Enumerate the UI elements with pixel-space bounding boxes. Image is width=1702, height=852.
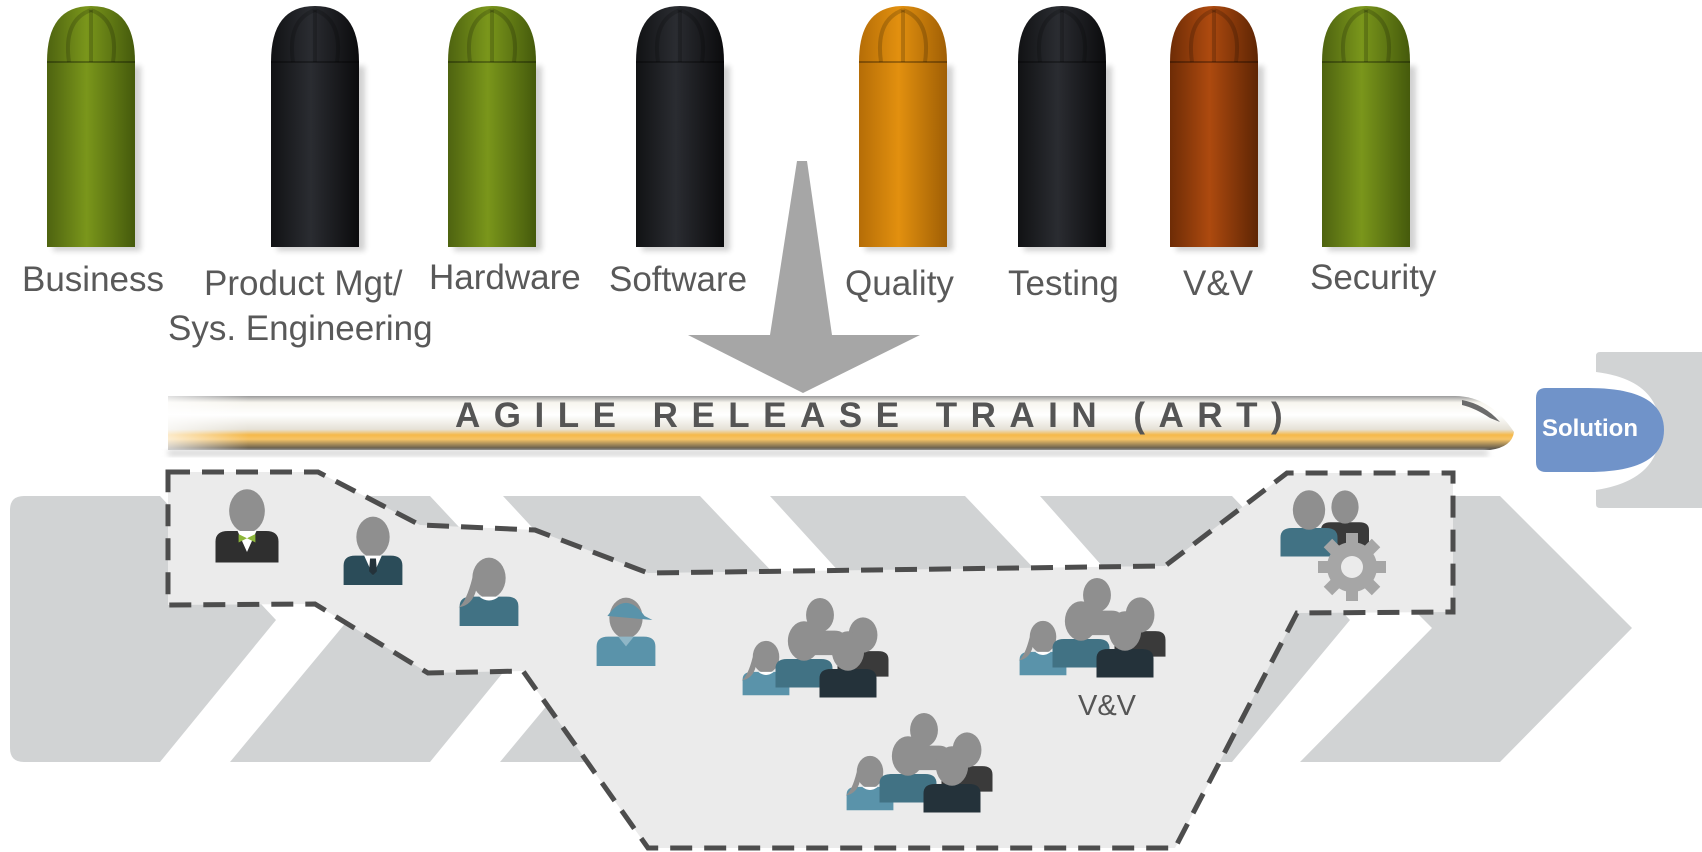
- art-title: AGILE RELEASE TRAIN (ART): [455, 396, 1297, 435]
- business-owner-icon: [215, 489, 279, 563]
- solution-label: Solution: [1542, 415, 1638, 442]
- vv-team: [1018, 577, 1166, 678]
- silo-label-software: Software: [609, 260, 748, 299]
- silo-label-quality: Quality: [845, 264, 954, 303]
- silo-label-testing: Testing: [1008, 264, 1119, 303]
- silo-6: [1018, 6, 1112, 251]
- silo-8: [1322, 6, 1416, 251]
- agile-team-1-person-3: [741, 640, 790, 696]
- architect-icon: [458, 557, 519, 627]
- agile-team-2: [845, 712, 993, 813]
- silo-label-vv: V&V: [1183, 264, 1254, 303]
- solution-badge: [1536, 352, 1702, 508]
- shared-services-icon: [1280, 490, 1386, 601]
- silo-5: [859, 6, 953, 251]
- agile-team-1-person-4: [775, 621, 833, 688]
- silo-7: [1170, 6, 1264, 251]
- agile-team-1: [741, 597, 889, 698]
- agile-team-1-person-5: [819, 631, 877, 698]
- release-train: [168, 396, 1514, 456]
- product-manager-icon: [343, 516, 403, 586]
- silo-label-product-mgt: Product Mgt/: [204, 264, 403, 303]
- silo-3: [448, 6, 542, 251]
- gear-icon: [1318, 533, 1386, 601]
- shared-services-person-2: [1280, 490, 1338, 557]
- silo-2: [271, 6, 365, 251]
- agile-team-2-person-4: [879, 736, 937, 803]
- down-arrow: [688, 161, 920, 393]
- silo-1: [47, 6, 141, 251]
- agile-team-2-person-5: [923, 746, 981, 813]
- vv-team-label: V&V: [1078, 690, 1137, 722]
- silo-label-hardware: Hardware: [429, 258, 581, 297]
- silo-row: [47, 6, 1416, 251]
- silo-label-security: Security: [1310, 258, 1437, 297]
- silo-label-business: Business: [22, 260, 165, 299]
- vv-team-person-5: [1096, 611, 1154, 678]
- team-members: [215, 489, 1386, 813]
- vv-team-person-4: [1052, 601, 1110, 668]
- rte-icon: [596, 597, 656, 667]
- silo-label-sys-engineering: Sys. Engineering: [168, 309, 433, 348]
- silo-4: [636, 6, 730, 251]
